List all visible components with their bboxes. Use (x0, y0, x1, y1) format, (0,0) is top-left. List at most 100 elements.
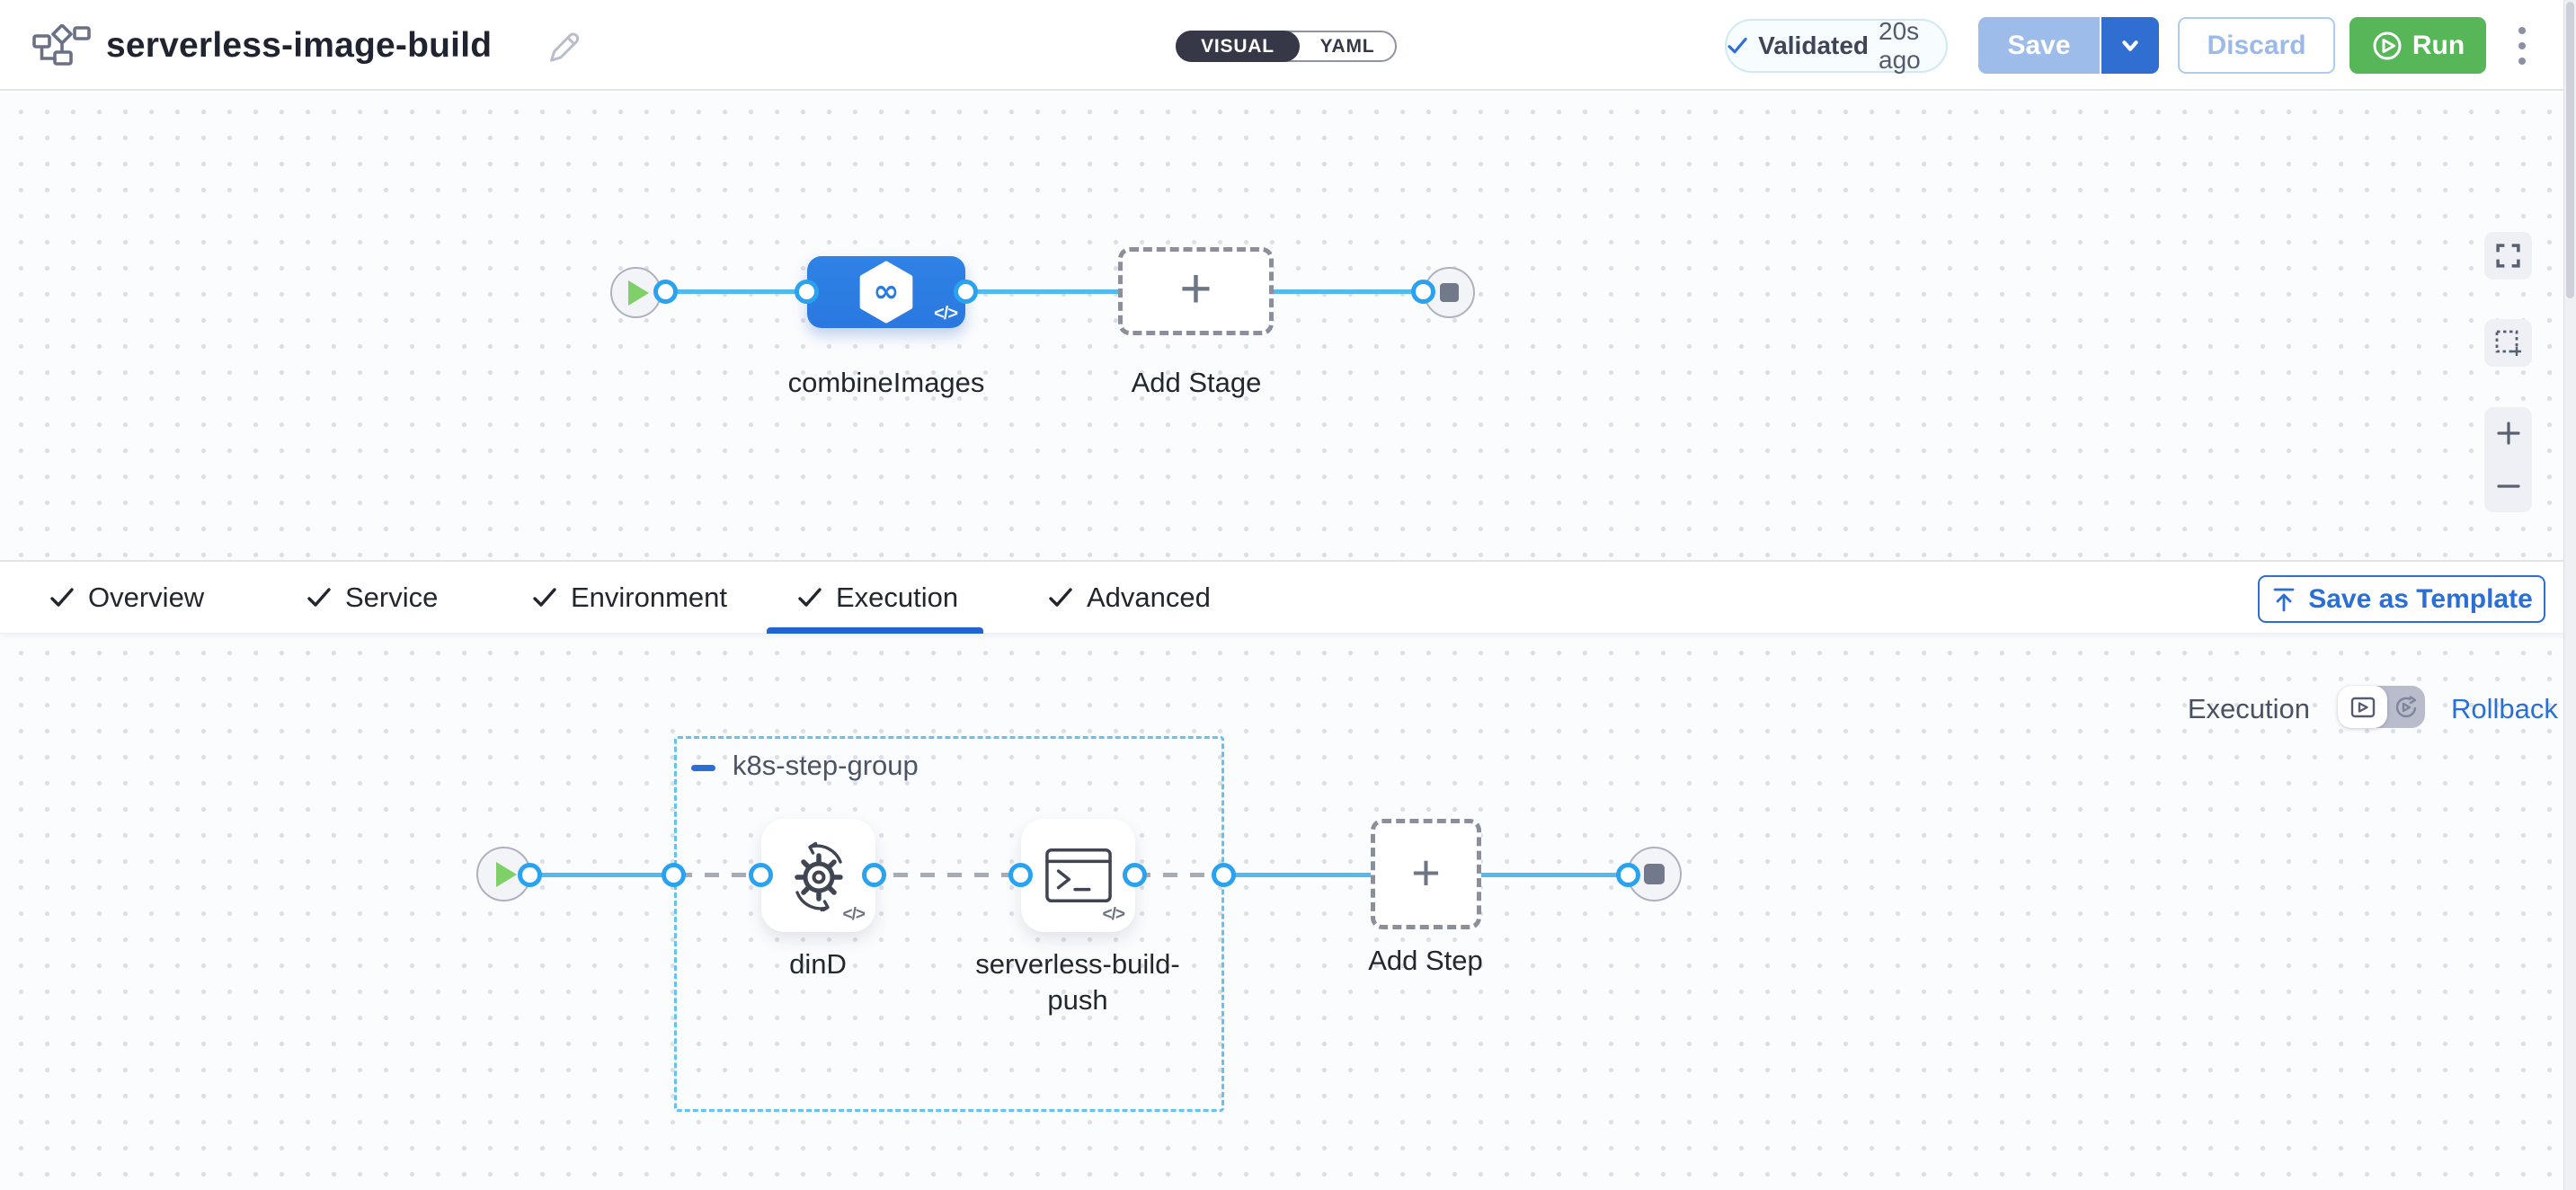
execution-rollback-toggle (2338, 686, 2425, 728)
execution-view-button[interactable] (2338, 686, 2387, 728)
validated-time: 20s ago (1879, 17, 1921, 74)
plus-icon: + (1411, 843, 1441, 901)
step-group-name: k8s-step-group (733, 750, 919, 781)
fullscreen-button[interactable] (2484, 232, 2532, 280)
add-stage-button[interactable]: + (1118, 247, 1274, 335)
save-as-template-label: Save as Template (2308, 583, 2533, 614)
port (862, 863, 886, 887)
port (1616, 863, 1640, 887)
edit-title-icon[interactable] (541, 25, 582, 67)
page-title: serverless-image-build (106, 25, 493, 65)
discard-button[interactable]: Discard (2178, 17, 2335, 74)
stage-canvas: ∞ </> + combineImages Add Stage (0, 93, 2576, 560)
marquee-select-button[interactable] (2484, 319, 2532, 367)
connector-line (529, 873, 678, 877)
svg-text:∞: ∞ (873, 273, 899, 309)
upload-template-icon (2273, 588, 2295, 611)
stage-tabs-bar: Overview Service Environment Execution A… (0, 560, 2576, 634)
fullscreen-icon (2496, 244, 2520, 268)
ci-hexagon-infinity-icon: ∞ (859, 261, 913, 324)
check-icon (50, 587, 74, 607)
zoom-in-button[interactable] (2484, 407, 2532, 460)
run-button[interactable]: Run (2349, 17, 2486, 74)
add-stage-label: Add Stage (1131, 367, 1262, 398)
stop-icon (1644, 864, 1665, 884)
stop-icon (1440, 283, 1459, 302)
rollback-view-icon (2395, 695, 2417, 717)
save-menu-button[interactable] (2100, 17, 2159, 74)
step-node-serverless-build-push[interactable]: </> (1021, 819, 1135, 932)
tab-label: Overview (88, 581, 205, 613)
check-icon (307, 587, 331, 607)
marquee-select-icon (2495, 330, 2521, 356)
code-badge-icon: </> (842, 905, 866, 924)
active-tab-underline (767, 627, 983, 634)
check-icon (1728, 37, 1747, 54)
tab-label: Service (345, 581, 439, 613)
stage-node-combineimages[interactable]: ∞ </> (807, 256, 965, 328)
stage-connector-line (656, 289, 1431, 294)
check-icon (798, 587, 822, 607)
save-split-button: Save (1978, 17, 2159, 74)
port (662, 863, 686, 887)
zoom-in-icon (2496, 422, 2520, 445)
execution-view-label: Execution (2187, 693, 2310, 724)
check-icon (533, 587, 556, 607)
tab-environment[interactable]: Environment (532, 562, 727, 633)
collapse-group-icon[interactable] (691, 765, 715, 771)
pipeline-icon (32, 23, 92, 70)
save-as-template-button[interactable]: Save as Template (2258, 575, 2545, 623)
validated-badge: Validated 20s ago (1725, 17, 1948, 74)
toggle-yaml[interactable]: YAML (1319, 35, 1375, 57)
tab-label: Execution (836, 581, 959, 613)
tab-execution[interactable]: Execution (797, 562, 958, 633)
port (954, 280, 978, 304)
port (1212, 863, 1236, 887)
execution-view-icon (2350, 697, 2375, 717)
start-play-icon (496, 861, 517, 887)
vertical-scrollbar (2563, 0, 2576, 1190)
pipeline-start-node (610, 267, 662, 318)
validated-label: Validated (1758, 31, 1870, 59)
step-node-dind[interactable]: </> (761, 819, 875, 932)
add-step-label: Add Step (1368, 945, 1483, 976)
step-label-dind: dinD (789, 948, 847, 980)
plus-icon: + (1179, 258, 1212, 320)
visual-yaml-toggle: VISUAL YAML (1176, 31, 1397, 62)
gear-sync-icon (794, 841, 843, 911)
port (1008, 863, 1033, 887)
tab-overview[interactable]: Overview (49, 562, 204, 633)
add-step-button[interactable]: + (1371, 819, 1481, 929)
more-options-button[interactable] (2504, 21, 2540, 71)
zoom-controls (2484, 407, 2532, 512)
code-badge-icon: </> (1102, 905, 1126, 924)
run-play-icon (2373, 31, 2402, 59)
rollback-view-button[interactable] (2387, 686, 2425, 728)
step-label-serverless: serverless-build-push (975, 948, 1180, 1016)
chevron-down-icon (2122, 40, 2138, 51)
tab-service[interactable]: Service (306, 562, 438, 633)
save-button[interactable]: Save (1978, 17, 2100, 74)
tab-label: Environment (571, 581, 728, 613)
port (653, 280, 678, 304)
scrollbar-thumb[interactable] (2566, 2, 2574, 298)
rollback-link[interactable]: Rollback (2451, 693, 2558, 724)
tab-label: Advanced (1087, 581, 1211, 613)
execution-canvas: Execution Rollback (0, 634, 2576, 1190)
port (749, 863, 773, 887)
port (1411, 280, 1435, 304)
start-play-icon (628, 280, 649, 306)
terminal-icon (1044, 848, 1112, 903)
tab-advanced[interactable]: Advanced (1048, 562, 1211, 633)
port (795, 280, 819, 304)
header: serverless-image-build VISUAL YAML Valid… (0, 0, 2576, 91)
zoom-out-icon (2496, 484, 2520, 488)
port (1123, 863, 1147, 887)
code-badge-icon: </> (934, 304, 958, 324)
port (518, 863, 542, 887)
stage-label: combineImages (787, 367, 985, 398)
step-group-k8s: k8s-step-group (674, 736, 1224, 1112)
zoom-out-button[interactable] (2484, 460, 2532, 513)
toggle-visual[interactable]: VISUAL (1176, 31, 1300, 62)
